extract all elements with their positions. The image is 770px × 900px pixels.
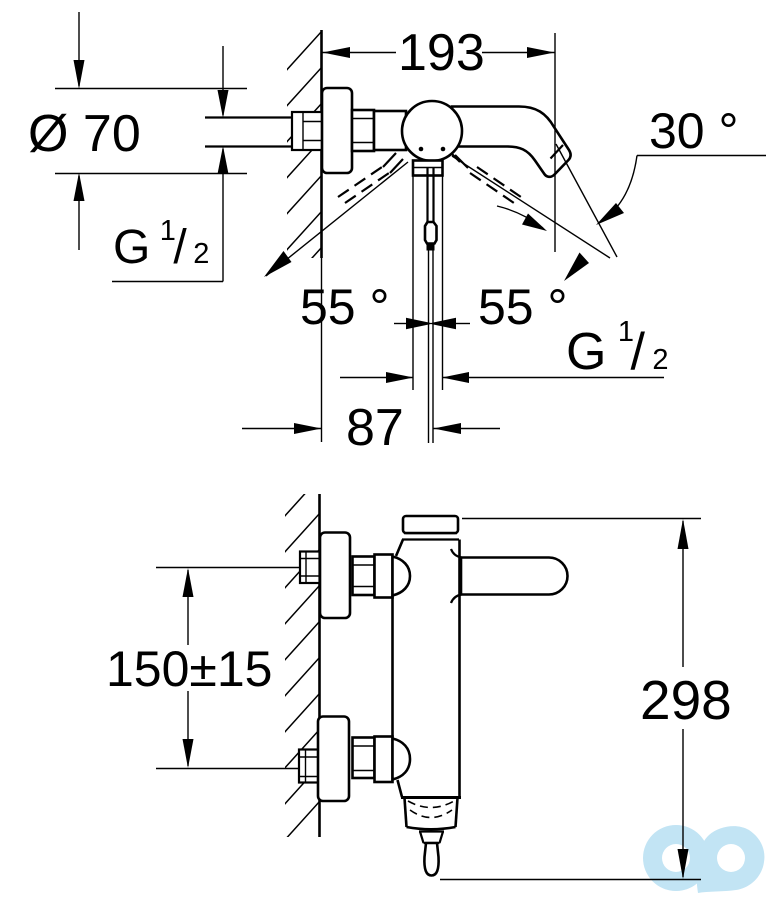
cartridge-cap-front <box>400 99 464 163</box>
faucet-side <box>297 514 569 877</box>
ball-joint-lower <box>391 736 412 782</box>
hex-nut-lower <box>351 736 376 780</box>
wall-flange-front <box>320 86 354 175</box>
inlet-stub-lower <box>297 748 320 784</box>
lever-front <box>411 159 444 443</box>
label-spout-reach: 193 <box>398 24 485 82</box>
logo-ring-left <box>643 825 709 891</box>
shop-logo-watermark <box>643 825 765 893</box>
dim-spout-reach: 193 <box>322 24 556 252</box>
lever-handle-side <box>459 556 569 596</box>
cap-dot-left <box>418 146 424 152</box>
dim-outlet-offset: 87 <box>242 399 500 457</box>
cap-dot-right <box>440 146 446 152</box>
label-spout-angle: 30 ° <box>649 103 739 159</box>
body-front <box>372 109 408 152</box>
spout-front <box>450 105 572 179</box>
inlet-nipple-front <box>290 110 324 152</box>
dim-overall-height: 298 <box>440 517 732 881</box>
wall-hatch-front <box>287 32 322 258</box>
wall-hatch-side <box>285 494 320 837</box>
wall-flange-lower <box>316 715 351 803</box>
hex-nut-upper <box>351 555 376 597</box>
label-overall-height: 298 <box>640 669 732 731</box>
label-connection-centers: 150±15 <box>106 641 272 697</box>
dim-spout-angle: 30 ° <box>555 103 766 258</box>
label-swing-left: 55 ° <box>300 279 390 335</box>
dim-connection-centers: 150±15 <box>106 568 272 768</box>
ball-joint-upper <box>391 554 412 598</box>
dim-flange-diameter: Ø 70 <box>28 12 247 250</box>
top-cap-side <box>401 514 460 535</box>
hex-nut-front <box>350 108 376 153</box>
union-upper <box>373 553 394 599</box>
label-outlet-offset: 87 <box>346 399 404 457</box>
lever-swing-annotation: 55 ° 55 ° <box>264 148 611 335</box>
label-inlet-thread: G 1 / 2 <box>113 215 209 274</box>
label-swing-right: 55 ° <box>478 279 568 335</box>
faucet-front <box>290 86 572 443</box>
wall-flange-upper <box>318 531 352 620</box>
front-view: Ø 70 G 1 / 2 <box>28 12 766 457</box>
dim-outlet-thread: G 1 / 2 <box>340 316 669 383</box>
inlet-stub-upper <box>298 550 321 585</box>
dim-inlet-thread: G 1 / 2 <box>112 46 293 283</box>
union-lower <box>373 735 394 784</box>
label-outlet-thread: G 1 / 2 <box>566 316 669 381</box>
logo-drop-right <box>696 826 765 893</box>
label-flange-diameter: Ø 70 <box>28 105 141 163</box>
aerator-tip <box>418 830 445 877</box>
side-view: 150±15 298 <box>106 494 732 881</box>
